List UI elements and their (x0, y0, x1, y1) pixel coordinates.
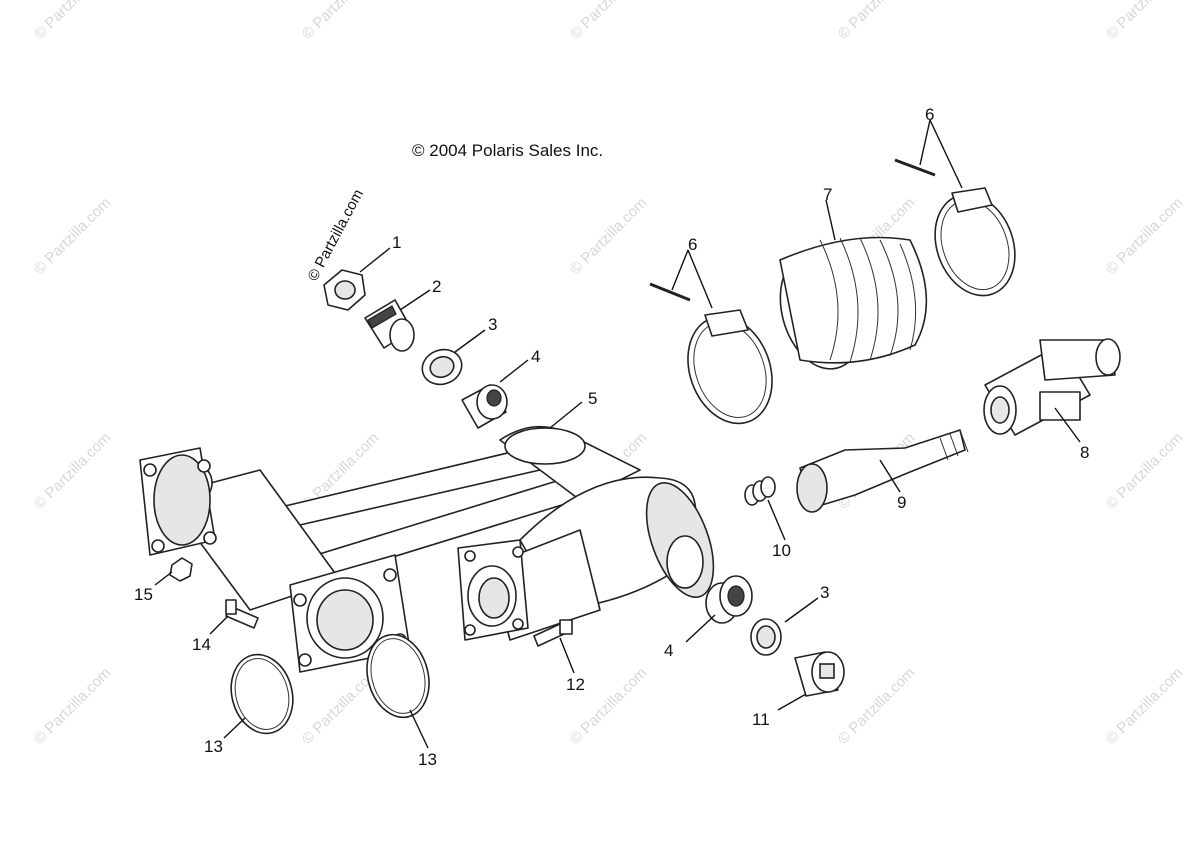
callout-14: 14 (192, 635, 211, 654)
callout-13: 13 (204, 737, 223, 756)
swing-arm-part (139, 425, 715, 673)
callout-10: 10 (772, 541, 791, 560)
callout-4: 4 (664, 641, 673, 660)
bearing-part-lower (705, 575, 753, 624)
copyright-text: © 2004 Polaris Sales Inc. (412, 141, 603, 160)
callout-3: 3 (488, 315, 497, 334)
watermark: © Partzilla.com (835, 0, 918, 43)
callout-1: 1 (392, 233, 401, 252)
plug-part (794, 651, 845, 697)
drive-shaft-part (796, 429, 969, 513)
nut-part-15 (169, 557, 193, 582)
watermark: © Partzilla.com (31, 0, 114, 43)
leader-lines (154, 119, 1081, 749)
bolt-part-14 (225, 599, 259, 629)
watermark: © Partzilla.com (1103, 664, 1186, 747)
clamp-part-left (649, 282, 773, 425)
watermark: © Partzilla.com (299, 0, 382, 43)
clamp-part-right (894, 158, 1016, 297)
callout-12: 12 (566, 675, 585, 694)
callout-6: 6 (925, 105, 934, 124)
watermark: © Partzilla.com (1103, 194, 1186, 277)
seal-part-lower (750, 618, 782, 656)
callout-6: 6 (688, 235, 697, 254)
boot-part (779, 236, 928, 370)
watermark: © Partzilla.com (31, 664, 114, 747)
callout-13: 13 (418, 750, 437, 769)
bolt-part-12 (533, 619, 573, 647)
spring-part (744, 476, 776, 506)
seal-part-upper (421, 348, 463, 386)
callout-15: 15 (134, 585, 153, 604)
bearing-part-upper (461, 384, 508, 429)
watermark: © Partzilla.com (567, 194, 650, 277)
callout-labels: 1 2 3 4 5 6 7 6 8 9 10 4 3 11 12 13 13 1… (134, 105, 1089, 769)
nut-part (323, 269, 366, 311)
watermark: © Partzilla.com (567, 0, 650, 43)
watermark: © Partzilla.com (31, 429, 114, 512)
callout-3: 3 (820, 583, 829, 602)
callout-8: 8 (1080, 443, 1089, 462)
callout-2: 2 (432, 277, 441, 296)
callout-7: 7 (823, 185, 832, 204)
watermark: © Partzilla.com (835, 664, 918, 747)
o-ring-part-left (230, 653, 294, 735)
callout-4: 4 (531, 347, 540, 366)
watermark: © Partzilla.com (1103, 429, 1186, 512)
watermark: © Partzilla.com (31, 194, 114, 277)
callout-11: 11 (752, 710, 770, 729)
callout-5: 5 (588, 389, 597, 408)
o-ring-part-right (366, 633, 430, 719)
u-joint-part (983, 338, 1121, 436)
vertical-watermark: © Partzilla.com (305, 187, 367, 284)
callout-9: 9 (897, 493, 906, 512)
watermark: © Partzilla.com (1103, 0, 1186, 43)
threaded-stud-part (364, 299, 415, 352)
